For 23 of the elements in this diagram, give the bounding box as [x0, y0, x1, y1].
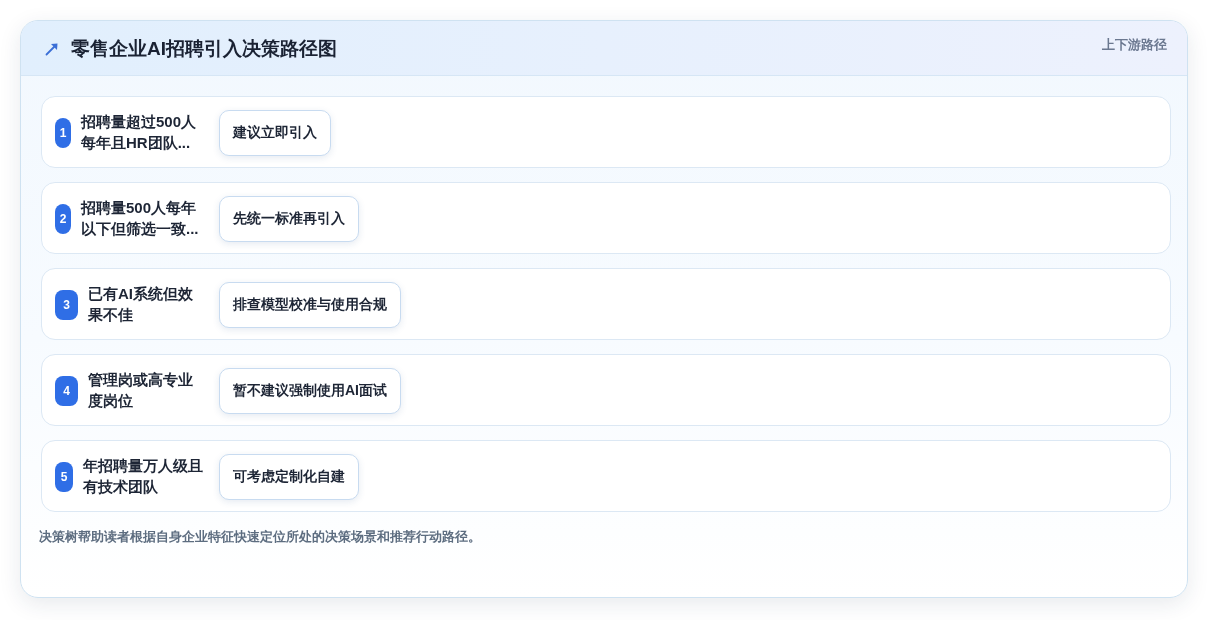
- number-badge: 1: [55, 118, 71, 148]
- number-badge: 2: [55, 204, 71, 234]
- header-note: 上下游路径: [1102, 37, 1167, 53]
- condition-text: 已有AI系统但效果不佳: [88, 284, 194, 325]
- row-card: [41, 96, 1171, 168]
- number-badge: 4: [55, 376, 78, 406]
- condition-text: 招聘量500人每年以下但筛选一致...: [81, 198, 200, 239]
- number-badge: 3: [55, 290, 78, 320]
- action-box: 暂不建议强制使用AI面试: [219, 368, 401, 414]
- row-card: [41, 182, 1171, 254]
- row-card: [41, 268, 1171, 340]
- condition-text: 管理岗或高专业度岗位: [88, 370, 194, 411]
- condition-text: 招聘量超过500人每年且HR团队...: [81, 112, 198, 153]
- caption-text: 决策树帮助读者根据自身企业特征快速定位所处的决策场景和推荐行动路径。: [39, 529, 481, 545]
- number-badge: 5: [55, 462, 73, 492]
- condition-text: 年招聘量万人级且有技术团队: [83, 456, 204, 497]
- action-box: 排查模型校准与使用合规: [219, 282, 401, 328]
- title-text: 零售企业AI招聘引入决策路径图: [71, 37, 337, 61]
- row-card: [41, 354, 1171, 426]
- action-box: 先统一标准再引入: [219, 196, 359, 242]
- action-box: 可考虑定制化自建: [219, 454, 359, 500]
- row-card: [41, 440, 1171, 512]
- action-box: 建议立即引入: [219, 110, 331, 156]
